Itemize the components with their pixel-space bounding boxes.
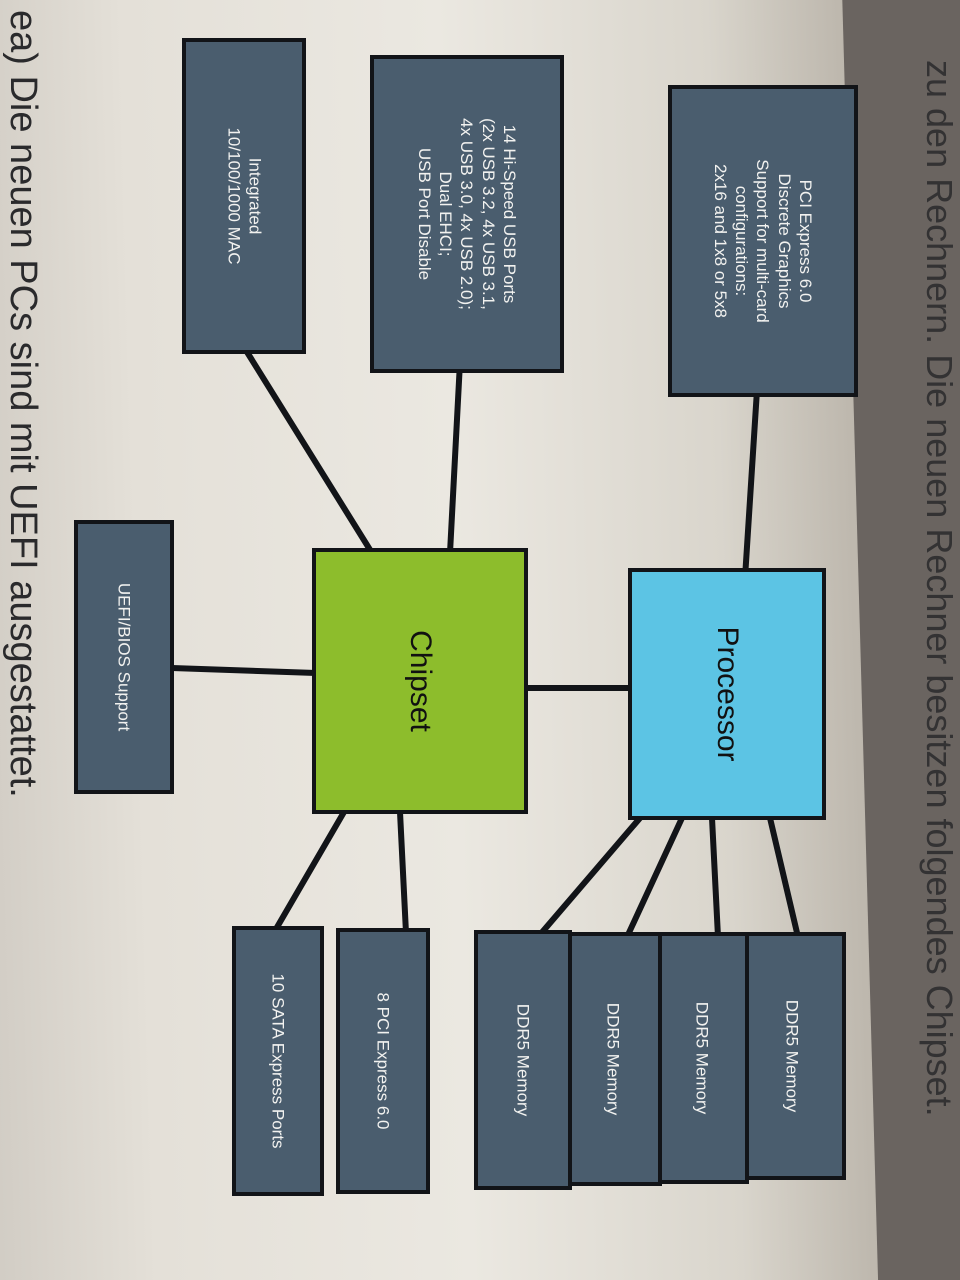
memory-label-4: DDR5 Memory <box>513 1003 533 1117</box>
usb-ports-label: 14 Hi-Speed USB Ports (2x USB 3.2, 4x US… <box>415 118 520 310</box>
memory-label-3: DDR5 Memory <box>603 1002 623 1116</box>
pcie-graphics-label: PCI Express 6.0 Discrete Graphics Suppor… <box>711 159 816 323</box>
sata-label: 10 SATA Express Ports <box>268 973 288 1149</box>
memory-box-4: DDR5 Memory <box>474 930 572 1190</box>
connector-processor-memory-1 <box>767 815 801 940</box>
usb-ports-box: 14 Hi-Speed USB Ports (2x USB 3.2, 4x US… <box>370 55 564 373</box>
connector-chipset-pcie-lanes <box>397 809 409 936</box>
memory-box-1: DDR5 Memory <box>738 932 846 1180</box>
connector-processor-memory-3 <box>624 815 685 940</box>
pcie-graphics-box: PCI Express 6.0 Discrete Graphics Suppor… <box>668 85 858 397</box>
chipset-label: Chipset <box>403 630 437 732</box>
connector-processor-pcie <box>742 387 760 581</box>
processor-box: Processor <box>628 568 826 820</box>
uefi-box: UEFI/BIOS Support <box>74 520 174 794</box>
memory-box-3: DDR5 Memory <box>564 932 662 1186</box>
mac-box: Integrated 10/100/1000 MAC <box>182 38 306 354</box>
chipset-box: Chipset <box>312 548 528 814</box>
uefi-label: UEFI/BIOS Support <box>114 582 134 732</box>
connector-processor-memory-2 <box>709 815 721 940</box>
connector-chipset-uefi <box>169 665 319 676</box>
mac-label: Integrated 10/100/1000 MAC <box>224 127 265 265</box>
connector-processor-memory-4 <box>535 815 643 940</box>
memory-box-2: DDR5 Memory <box>655 932 749 1184</box>
memory-label-2: DDR5 Memory <box>692 1001 712 1115</box>
memory-label-1: DDR5 Memory <box>782 999 802 1113</box>
connector-chipset-mac <box>244 349 375 556</box>
connector-chipset-sata <box>273 809 347 932</box>
pcie-lanes-label: 8 PCI Express 6.0 <box>373 992 393 1130</box>
pcie-lanes-box: 8 PCI Express 6.0 <box>336 928 430 1194</box>
processor-label: Processor <box>710 626 744 762</box>
connector-chipset-usb <box>447 359 463 556</box>
sata-box: 10 SATA Express Ports <box>232 926 324 1196</box>
